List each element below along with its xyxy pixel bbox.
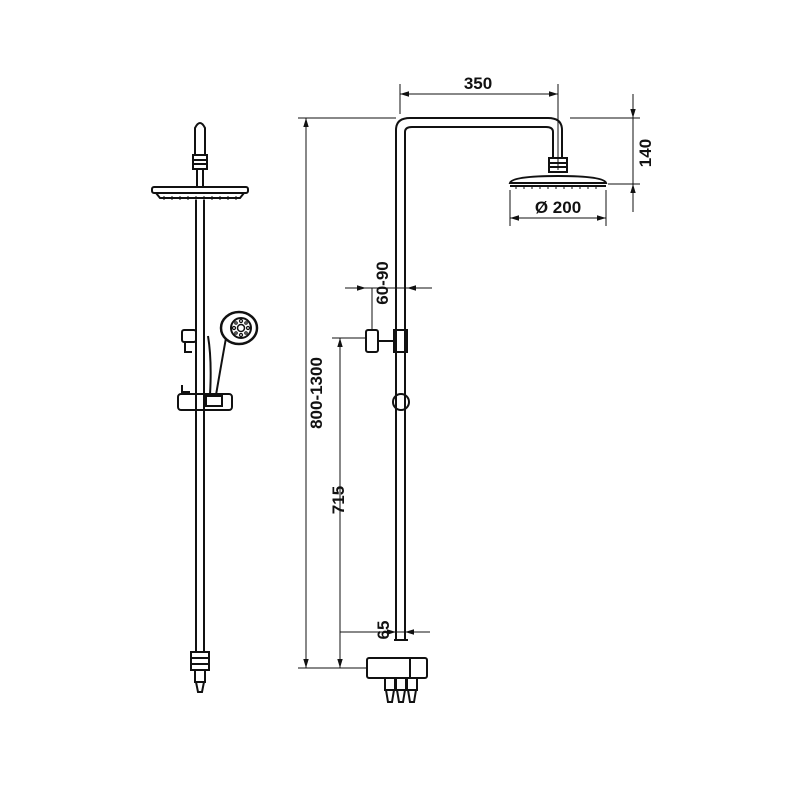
dimension-lines xyxy=(298,84,640,669)
dim-65-label: 65 xyxy=(374,621,393,640)
side-handshower-head xyxy=(219,310,259,346)
side-handshower-holder xyxy=(181,329,197,343)
front-mixer-valve xyxy=(366,657,428,679)
dim-6090-label: 60-90 xyxy=(373,261,392,304)
dim-715-label: 715 xyxy=(329,486,348,514)
side-top-pipe xyxy=(194,122,206,155)
dim-overall-label: 800-1300 xyxy=(307,357,326,429)
front-arm-outer xyxy=(395,117,563,640)
side-handshower-handle xyxy=(207,335,227,396)
dim-diameter-label: Ø 200 xyxy=(535,198,581,217)
side-slider-dish xyxy=(177,393,233,411)
side-connector-nut xyxy=(192,154,208,170)
front-valve-inlets xyxy=(384,677,418,703)
front-view xyxy=(365,117,608,703)
side-view xyxy=(151,122,259,693)
front-rain-head xyxy=(508,174,608,184)
front-arm-inner xyxy=(404,126,554,640)
front-diverter-knob xyxy=(365,329,379,353)
side-rain-head xyxy=(151,186,249,194)
front-slider-ball xyxy=(392,393,410,411)
dim-350-label: 350 xyxy=(464,74,492,93)
side-bottom-nut xyxy=(190,651,210,671)
dim-140-label: 140 xyxy=(636,139,655,167)
